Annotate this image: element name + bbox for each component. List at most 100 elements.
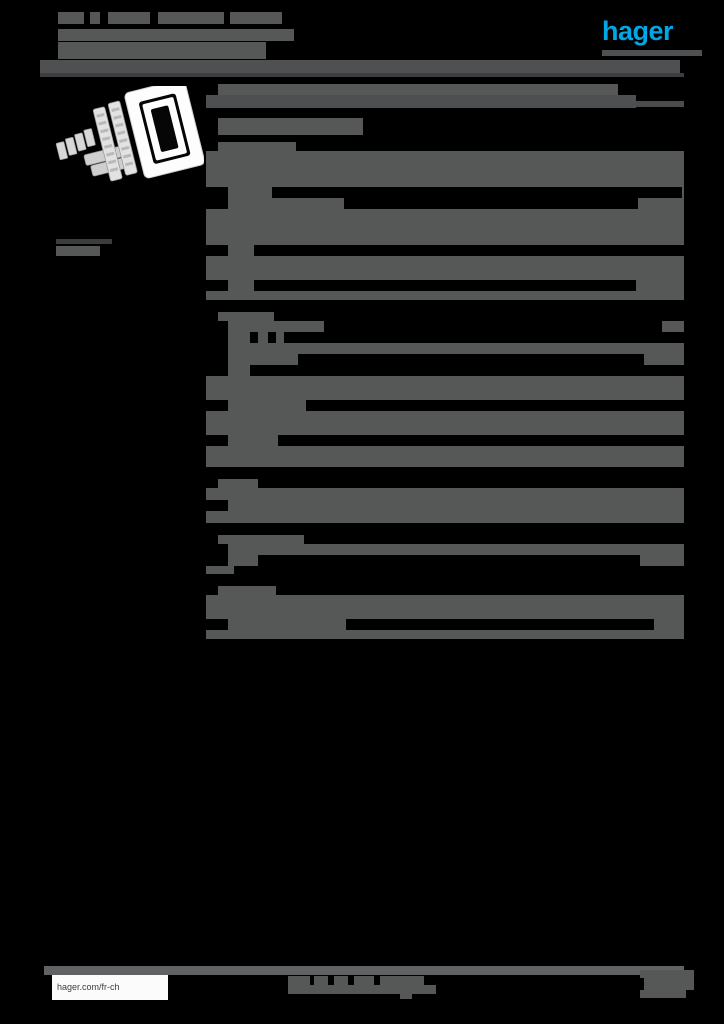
spec-row <box>206 151 684 163</box>
spec-row-gap <box>206 544 228 555</box>
spec-row-gap <box>206 400 228 411</box>
spec-row-gap <box>206 354 228 365</box>
spec-row-gap <box>250 365 684 376</box>
spec-row <box>206 209 684 221</box>
spec-group-header-label <box>218 479 258 488</box>
logo-underbar <box>602 50 702 56</box>
spec-row-gap <box>284 332 684 343</box>
spec-group <box>206 479 684 523</box>
spec-row <box>206 376 684 388</box>
product-image <box>52 79 205 201</box>
spec-row-gap <box>344 198 638 209</box>
hager-logo: hager <box>602 16 702 56</box>
spec-row-gap <box>272 187 682 198</box>
spec-row <box>206 163 684 175</box>
spec-row-gap <box>206 500 228 511</box>
spec-row-gap <box>346 619 654 630</box>
spec-row <box>206 446 684 458</box>
spec-row <box>206 221 684 233</box>
spec-row-gap <box>206 365 228 376</box>
spec-group <box>206 586 684 639</box>
specification-table <box>206 142 684 639</box>
spec-row <box>206 245 684 256</box>
spec-row <box>206 566 684 574</box>
spec-row-gap <box>206 280 228 291</box>
spec-row <box>206 619 684 630</box>
main-column <box>206 84 684 643</box>
spec-row <box>206 256 684 268</box>
spec-row <box>206 458 684 467</box>
spec-group-header <box>206 586 684 595</box>
section-title-rule <box>636 101 684 107</box>
spec-row-gap <box>254 245 684 256</box>
section-title-body <box>206 95 636 108</box>
page-header <box>40 12 684 77</box>
spec-row <box>206 488 684 500</box>
spec-group-header <box>206 535 684 544</box>
product-reference <box>56 239 156 256</box>
spec-row-gap <box>298 354 644 365</box>
footer-rule <box>44 966 684 975</box>
spec-row <box>206 544 684 555</box>
spec-row-gap <box>206 321 228 332</box>
spec-row-gap <box>234 566 684 574</box>
spec-row <box>206 435 684 446</box>
spec-row <box>206 630 684 639</box>
spec-row-gap <box>278 435 684 446</box>
spec-group-separator <box>206 471 684 479</box>
spec-row <box>206 388 684 400</box>
spec-row <box>206 343 684 354</box>
spec-row <box>206 354 684 365</box>
product-illustration <box>55 79 205 182</box>
page-title <box>58 12 298 41</box>
spec-row-gap <box>324 321 662 332</box>
hager-logo-text: hager <box>602 16 674 46</box>
spec-group-header-label <box>218 586 276 595</box>
spec-row <box>206 332 684 343</box>
spec-group <box>206 312 684 467</box>
spec-row <box>206 423 684 435</box>
spec-row <box>206 400 684 411</box>
spec-row <box>206 607 684 619</box>
spec-group-separator <box>206 527 684 535</box>
footer-center-text <box>288 976 448 999</box>
spec-row <box>206 187 684 198</box>
spec-row-gap <box>306 400 684 411</box>
spec-row <box>206 268 684 280</box>
spec-row <box>206 411 684 423</box>
section-title <box>206 84 684 108</box>
spec-row <box>206 511 684 523</box>
footer-page-number <box>640 970 698 1000</box>
spec-row-gap <box>206 245 228 256</box>
subsection-title <box>206 116 684 138</box>
header-rule-thin <box>40 73 684 77</box>
spec-row <box>206 365 684 376</box>
spec-row <box>206 198 684 209</box>
spec-row-gap <box>206 435 228 446</box>
spec-group-header-label <box>218 312 274 321</box>
spec-row-gap <box>250 332 258 343</box>
spec-row <box>206 175 684 187</box>
spec-group-separator <box>206 304 684 312</box>
spec-row <box>206 500 684 511</box>
spec-row <box>206 321 684 332</box>
spec-row-gap <box>254 280 636 291</box>
spec-row <box>206 280 684 291</box>
spec-row <box>206 291 684 300</box>
page-subtitle <box>58 42 280 64</box>
page-footer: hager.com/fr-ch <box>40 966 724 1016</box>
section-title-caps <box>218 84 618 95</box>
spec-row <box>206 233 684 245</box>
spec-row-gap <box>206 555 228 566</box>
spec-group-header <box>206 142 684 151</box>
spec-group-header <box>206 312 684 321</box>
spec-group <box>206 535 684 574</box>
header-rule <box>40 60 680 73</box>
spec-group-header <box>206 479 684 488</box>
spec-row-gap <box>206 343 228 354</box>
spec-row-gap <box>206 332 228 343</box>
spec-group-separator <box>206 578 684 586</box>
spec-group-header-label <box>218 535 304 544</box>
footer-url[interactable]: hager.com/fr-ch <box>52 975 168 1000</box>
spec-row-gap <box>206 198 228 209</box>
